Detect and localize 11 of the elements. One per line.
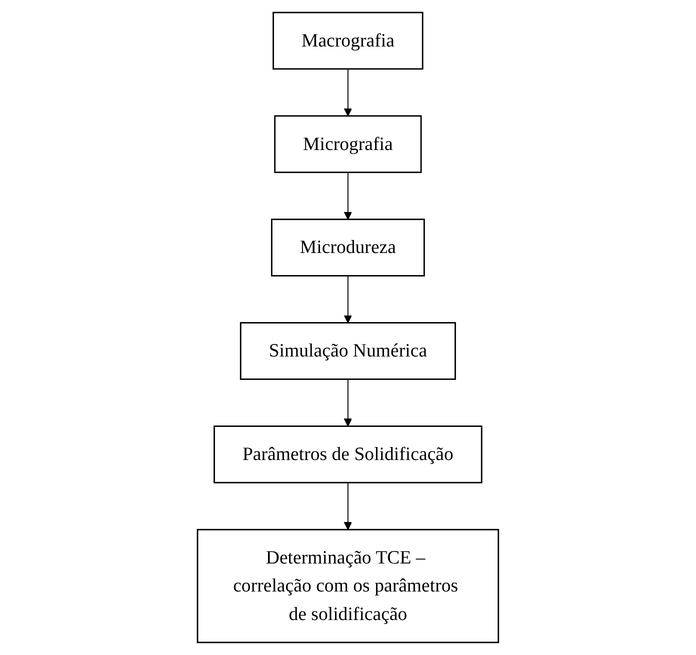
node-box: Simulação Numérica	[240, 322, 456, 380]
node-box: Micrografia	[274, 115, 422, 174]
node-box: Macrografia	[272, 12, 424, 70]
node-box: Determinação TCE – correlação com os parâmetros de solidificação	[196, 528, 500, 644]
arrow	[344, 482, 352, 530]
arrow	[344, 378, 352, 427]
arrow	[344, 68, 352, 116]
node-box: Microdureza	[271, 218, 425, 276]
arrow	[344, 275, 352, 324]
node-box: Parâmetros de Solidificação	[214, 426, 482, 484]
arrow	[344, 172, 352, 220]
